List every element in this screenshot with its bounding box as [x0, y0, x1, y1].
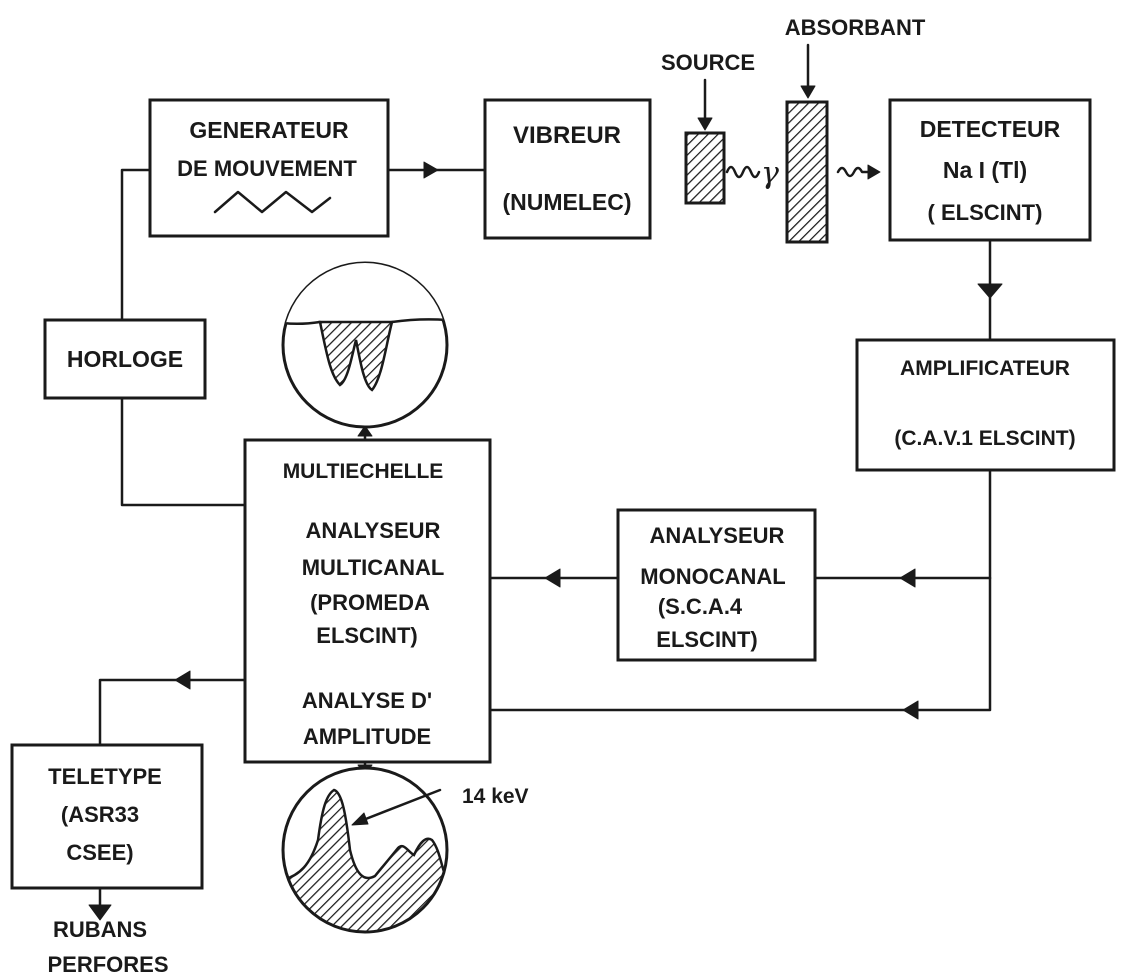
bottom-scope-spectrum-display: 14 keV: [281, 766, 529, 934]
generator-label-line2: DE MOUVEMENT: [177, 156, 357, 181]
transmitted-wave-icon: [836, 166, 874, 178]
arrowheads: [88, 161, 1003, 921]
source-pointer-arrow-icon: [697, 117, 713, 131]
zigzag-waveform-icon: [213, 190, 332, 214]
arrow-to-multicanal: [544, 568, 561, 588]
arrow-amplitude-input: [902, 700, 919, 720]
wire-amplifier-out: [488, 468, 992, 712]
amplificateur-label-line1: AMPLIFICATEUR: [900, 357, 1070, 380]
arrow-to-teletype: [174, 670, 191, 690]
rubans-label-line1: RUBANS: [53, 917, 147, 942]
multicanal-label-multiechelle: MULTIECHELLE: [283, 460, 444, 483]
arrow-to-monocanal: [899, 568, 916, 588]
absorbant-pointer-arrow-icon: [800, 85, 816, 99]
source-label: SOURCE: [661, 50, 755, 75]
gamma-symbol: γ: [761, 156, 779, 191]
multicanal-label-elscint: ELSCINT): [316, 623, 417, 648]
gamma-wave-icon: [725, 165, 761, 179]
absorption-dips: [318, 320, 394, 392]
multicanal-label-analyseur: ANALYSEUR: [306, 518, 441, 543]
rubans-label-line2: PERFORES: [47, 952, 168, 977]
connection-lines: [98, 168, 992, 917]
vibreur-label-line1: VIBREUR: [513, 122, 621, 149]
teletype-label-line1: TELETYPE: [48, 764, 162, 789]
transmitted-wave-arrow-icon: [867, 164, 881, 180]
multicanal-label-analyse: ANALYSE D': [302, 688, 432, 713]
vibreur-box: VIBREUR (NUMELEC): [483, 98, 652, 240]
arrow-to-amplifier: [977, 283, 1003, 299]
wire-multicanal-teletype: [98, 678, 247, 747]
energy-label: 14 keV: [462, 785, 529, 808]
teletype-box: TELETYPE (ASR33 CSEE): [10, 743, 204, 890]
energy-spectrum: [283, 788, 447, 932]
source-absorber-assembly: SOURCE γ ABSORBANT: [661, 15, 926, 244]
vibreur-label-line2: (NUMELEC): [502, 189, 631, 215]
top-scope-mossbauer-display: [281, 261, 449, 429]
multicanal-label-promeda: (PROMEDA: [310, 590, 430, 615]
teletype-label-line2: (ASR33: [61, 802, 139, 827]
absorber-sample: [785, 100, 829, 244]
multicanal-label-multicanal: MULTICANAL: [302, 555, 445, 580]
amplificateur-box: AMPLIFICATEUR (C.A.V.1 ELSCINT): [855, 338, 1116, 472]
amplificateur-label-line2: (C.A.V.1 ELSCINT): [894, 427, 1075, 450]
energy-pointer: [356, 788, 442, 824]
arrow-to-vibreur: [423, 161, 439, 179]
absorbant-label: ABSORBANT: [785, 15, 926, 40]
horloge-box: HORLOGE: [43, 318, 207, 400]
energy-pointer-arrow-icon: [351, 812, 369, 826]
detecteur-label-line2: Na I (Tl): [943, 157, 1027, 183]
source-sample: [684, 131, 726, 205]
monocanal-label-line3: (S.C.A.4: [658, 594, 743, 619]
monocanal-box: ANALYSEUR MONOCANAL (S.C.A.4 ELSCINT): [616, 508, 817, 662]
arrow-to-top-scope: [357, 425, 373, 437]
multicanal-box: MULTIECHELLE ANALYSEUR MULTICANAL (PROME…: [243, 438, 492, 764]
arrow-to-rubans: [88, 904, 112, 921]
generator-box: GENERATEUR DE MOUVEMENT: [148, 98, 390, 238]
horloge-label: HORLOGE: [67, 346, 183, 372]
detecteur-box: DETECTEUR Na I (Tl) ( ELSCINT): [888, 98, 1092, 242]
multicanal-label-amplitude: AMPLITUDE: [303, 724, 431, 749]
teletype-label-line3: CSEE): [66, 840, 133, 865]
generator-label-line1: GENERATEUR: [189, 117, 349, 143]
rubans-label: RUBANS PERFORES: [47, 917, 168, 977]
monocanal-label-line1: ANALYSEUR: [650, 523, 785, 548]
monocanal-label-line4: ELSCINT): [656, 627, 757, 652]
monocanal-label-line2: MONOCANAL: [640, 564, 785, 589]
detecteur-label-line3: ( ELSCINT): [928, 200, 1043, 225]
detecteur-label-line1: DETECTEUR: [920, 116, 1061, 142]
